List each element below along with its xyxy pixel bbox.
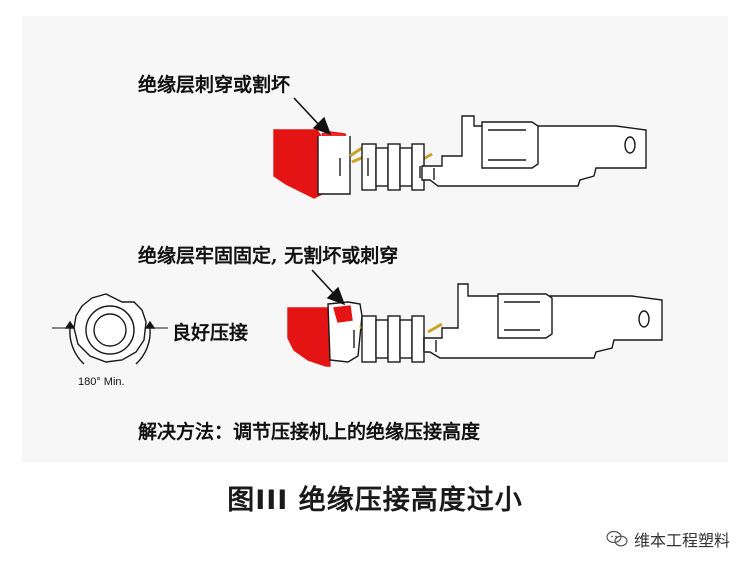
upper-mount-hole [624,136,636,154]
upper-arrowhead [312,116,332,136]
lower-rib-5 [411,315,425,363]
lower-strand-3 [427,322,443,334]
upper-slot-marks [339,158,435,180]
upper-arrow-line [293,97,323,129]
lower-rib-1 [361,315,377,363]
upper-annotation: 绝缘层刺穿或割坏 [138,74,291,96]
watermark-text: 维本工程塑料 [633,531,730,550]
lower-arrowhead [326,286,346,306]
lower-ring-red [333,305,353,323]
upper-rib-1 [361,143,377,191]
crimp-diagram [52,97,663,367]
inset-right-arrowhead [144,320,156,329]
angle-inset [52,293,168,365]
inset-left-arc [69,327,85,365]
upper-barrel-body [317,136,351,195]
upper-terminal [273,97,647,199]
lower-rib-2 [375,319,389,359]
upper-strand-1 [349,146,363,158]
upper-insulation-red [273,129,325,199]
lower-annotation: 绝缘层牢固固定, 无割坏或刺穿 [138,245,399,267]
lower-box-inner [504,301,540,331]
figure-caption: 图III 绝缘压接高度过小 [227,485,523,516]
watermark: 维本工程塑料 [606,527,730,551]
inset-right-arc [135,327,151,365]
lower-rib-4 [399,319,413,359]
lower-terminal [287,269,663,367]
solution-text: 解决方法：调节压接机上的绝缘压接高度 [138,421,481,443]
lower-rib-3 [387,315,401,363]
lower-arrow-line [311,269,337,297]
upper-rib-3 [387,143,401,191]
upper-box-inner [488,129,526,161]
lower-slot-marks [353,330,437,352]
angle-label: 180° Min. [78,376,125,388]
upper-rib-2 [375,147,389,187]
upper-rib-4 [399,147,413,187]
upper-box-contact [481,121,539,169]
lower-mount-hole [638,310,650,328]
inset-left-arrowhead [64,320,76,329]
inset-inner-ring [93,313,127,347]
good-crimp-label: 良好压接 [172,322,249,344]
chat-bubble-icon [606,530,628,547]
diagram-panel: 绝缘层刺穿或割坏 绝缘层牢固固定, 无割坏或刺穿 良好压接 180° Min. … [22,16,728,462]
lower-box-contact [497,293,553,339]
lower-insulation-red [287,307,331,367]
